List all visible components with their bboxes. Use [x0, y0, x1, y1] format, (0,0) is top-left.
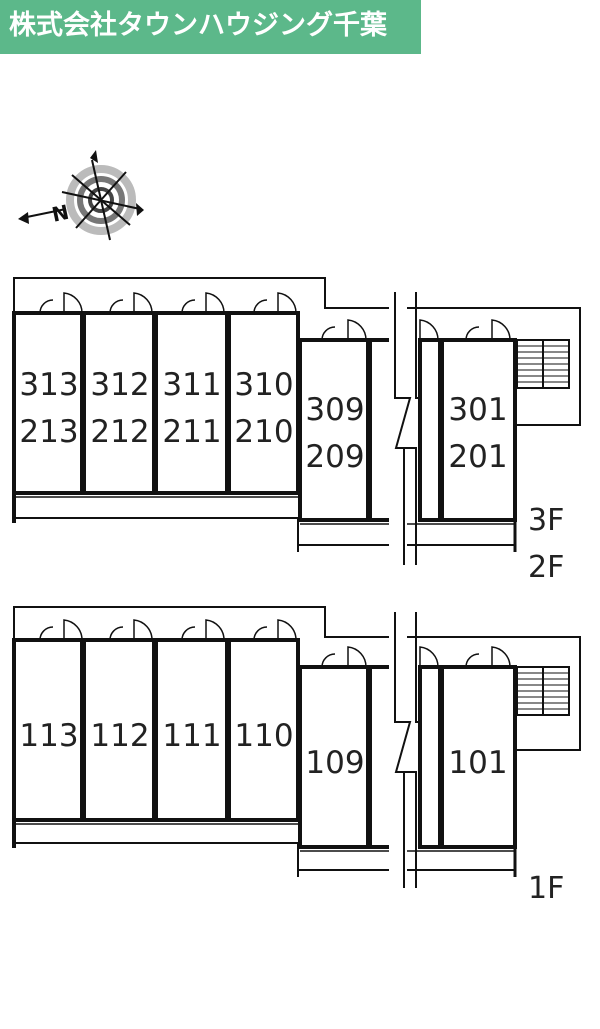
unit-201: 201 — [448, 439, 507, 475]
company-banner: 株式会社タウンハウジング千葉 — [0, 0, 421, 54]
unit-110: 110 — [234, 718, 293, 754]
unit-210: 210 — [234, 414, 293, 450]
unit-211: 211 — [162, 414, 221, 450]
unit-310: 310 — [234, 367, 293, 403]
unit-212: 212 — [90, 414, 149, 450]
unit-209: 209 — [305, 439, 364, 475]
company-name: 株式会社タウンハウジング千葉 — [9, 10, 387, 41]
unit-301: 301 — [448, 392, 507, 428]
floor-label-3f: 3F — [528, 503, 564, 538]
upper-block-plan — [12, 277, 581, 565]
lower-block-plan — [12, 606, 581, 888]
floor-label-2f: 2F — [528, 550, 564, 585]
unit-311: 311 — [162, 367, 221, 403]
unit-111: 111 — [162, 718, 221, 754]
unit-101: 101 — [448, 745, 507, 781]
unit-113: 113 — [19, 718, 78, 754]
floor-label-1f: 1F — [528, 871, 564, 906]
unit-109: 109 — [305, 745, 364, 781]
compass-icon — [18, 150, 144, 241]
compass-north-label: N — [50, 200, 71, 227]
unit-112: 112 — [90, 718, 149, 754]
unit-309: 309 — [305, 392, 364, 428]
unit-313: 313 — [19, 367, 78, 403]
unit-312: 312 — [90, 367, 149, 403]
unit-213: 213 — [19, 414, 78, 450]
